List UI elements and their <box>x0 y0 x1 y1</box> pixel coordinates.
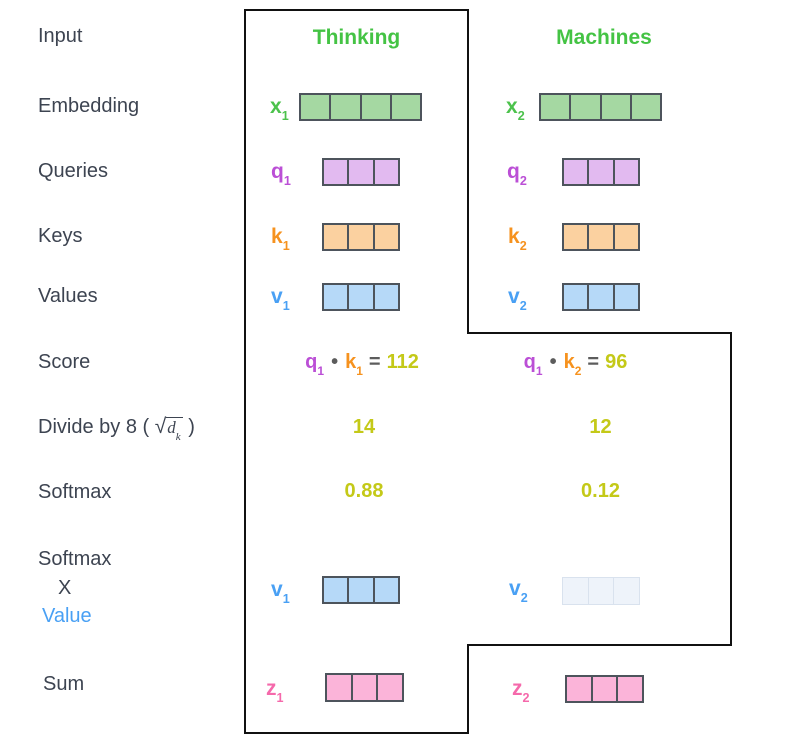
q2-vector <box>562 158 640 186</box>
score1-value: 112 <box>386 351 419 373</box>
x2-label: x2 <box>506 95 525 124</box>
score1-equals: = <box>368 351 381 373</box>
row-label-divide: Divide by 8 ( √dk ) <box>38 415 195 444</box>
row-label-keys: Keys <box>38 225 83 247</box>
divide-label-prefix: Divide by 8 ( <box>38 416 150 438</box>
divide-value-thinking: 14 <box>352 416 376 438</box>
score1-k-term: k1 <box>345 351 363 379</box>
k1-label: k1 <box>271 225 290 254</box>
q1-vector <box>322 158 400 186</box>
row-label-softmax-x-value-line2: X <box>58 577 72 599</box>
score-equation-thinking: q1 • k1=112 <box>278 351 446 379</box>
row-label-softmax-x-value-line1: Softmax <box>38 548 112 570</box>
dot-product-icon: • <box>331 351 339 373</box>
z2-label: z2 <box>512 677 530 706</box>
x2-vector <box>539 93 662 121</box>
v1-vector <box>322 283 400 311</box>
divide-value-machines: 12 <box>589 416 612 438</box>
v2-weighted-vector-faded <box>562 577 640 605</box>
v1-weighted-vector <box>322 576 400 604</box>
z2-vector <box>565 675 644 703</box>
x1-vector <box>299 93 422 121</box>
row-label-values: Values <box>38 285 98 307</box>
divide-label-suffix: ) <box>188 416 195 438</box>
k1-vector <box>322 223 400 251</box>
score2-value: 96 <box>605 351 628 373</box>
v2-label: v2 <box>508 285 527 314</box>
score2-q-term: q1 <box>523 351 543 379</box>
k2-vector <box>562 223 640 251</box>
score1-q-term: q1 <box>305 351 325 379</box>
v2-weighted-label: v2 <box>509 577 528 606</box>
q2-label: q2 <box>507 160 527 189</box>
k2-label: k2 <box>508 225 527 254</box>
column-header-thinking: Thinking <box>312 26 401 49</box>
score2-k-term: k2 <box>563 351 582 379</box>
v1-label: v1 <box>271 285 290 314</box>
row-label-sum: Sum <box>43 673 85 695</box>
sqrt-sign: √ <box>154 415 167 438</box>
sqrt-radicand: dk <box>166 417 183 444</box>
sqrt-dk-formula: √dk <box>154 415 183 444</box>
row-label-input: Input <box>38 25 83 47</box>
column-header-machines: Machines <box>556 26 652 49</box>
row-label-embedding: Embedding <box>38 95 140 117</box>
softmax-value-machines: 0.12 <box>581 480 620 502</box>
row-label-score: Score <box>38 351 91 373</box>
v1-weighted-label: v1 <box>271 578 290 607</box>
softmax-value-thinking: 0.88 <box>344 480 384 502</box>
dot-product-icon: • <box>549 351 557 373</box>
z1-label: z1 <box>266 677 284 706</box>
x1-label: x1 <box>270 95 289 124</box>
v2-vector <box>562 283 640 311</box>
score-equation-machines: q1 • k2=96 <box>493 351 658 379</box>
row-label-softmax-x-value-line3: Value <box>42 605 92 627</box>
row-label-queries: Queries <box>38 160 109 182</box>
q1-label: q1 <box>271 160 291 189</box>
z1-vector <box>325 673 404 702</box>
row-label-softmax: Softmax <box>38 481 112 503</box>
score2-equals: = <box>587 351 600 373</box>
